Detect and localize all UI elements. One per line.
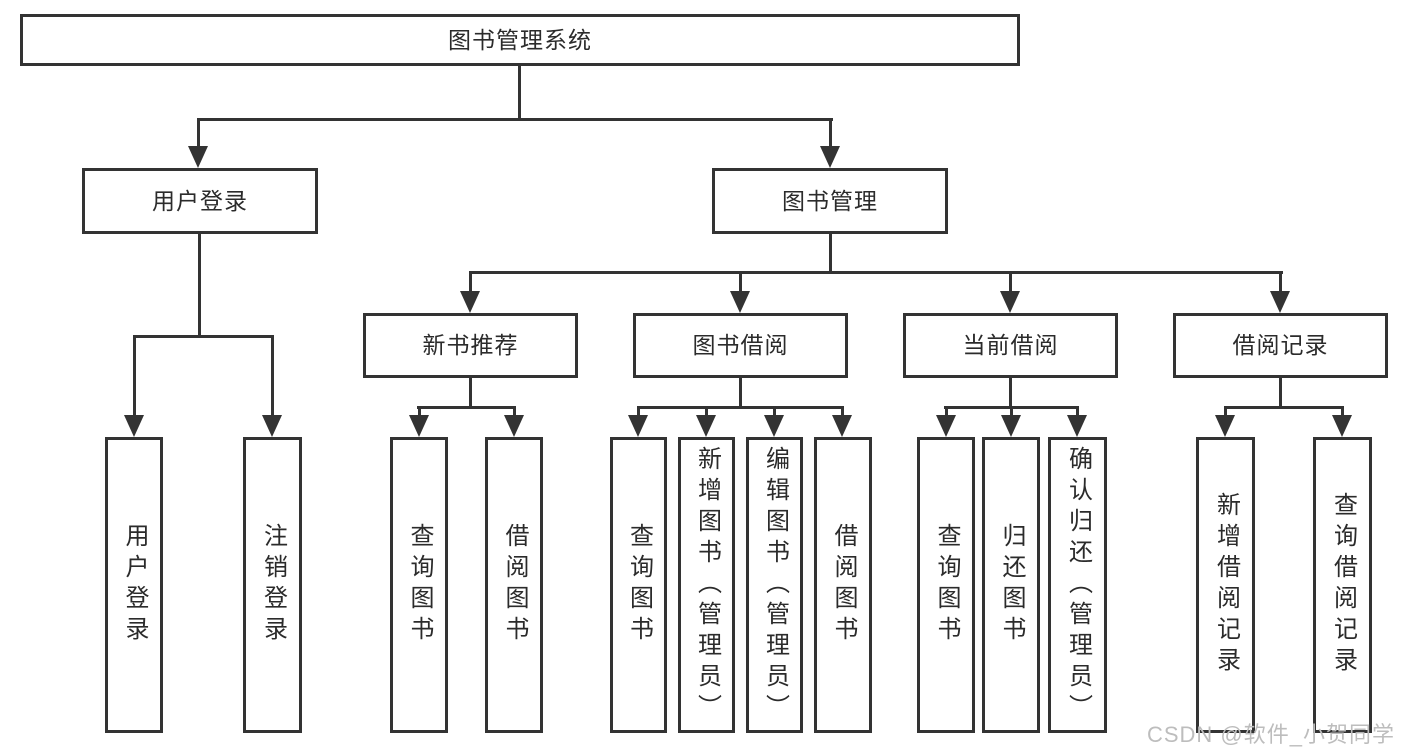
edge-line [418, 406, 421, 417]
arrow-down-icon [262, 415, 282, 437]
node-label: 当前借阅 [962, 332, 1059, 358]
csdn-watermark: CSDN @软件_小贺同学 [1146, 722, 1395, 747]
edge-line [197, 118, 833, 121]
edge-line [197, 118, 200, 148]
leaf-label: 编辑图书（管理员） [761, 445, 789, 725]
leaf-label: 用户登录 [121, 523, 148, 647]
edge-line [829, 234, 832, 273]
arrow-down-icon [628, 415, 648, 437]
arrow-down-icon [460, 291, 480, 313]
arrow-down-icon [1001, 415, 1021, 437]
arrow-down-icon [188, 146, 208, 168]
leaf-label: 查询图书 [406, 523, 433, 647]
node-label: 用户登录 [152, 187, 248, 214]
edge-line [1009, 271, 1012, 293]
edge-line [469, 271, 472, 293]
node-label: 借阅记录 [1232, 332, 1329, 358]
node-user-login: 用户登录 [82, 168, 318, 234]
node-label: 新书推荐 [422, 332, 519, 358]
leaf-confirm-return-admin: 确认归还（管理员） [1048, 437, 1107, 733]
arrow-down-icon [936, 415, 956, 437]
edge-line [133, 335, 136, 417]
leaf-query-books-current: 查询图书 [917, 437, 975, 733]
leaf-label: 注销登录 [259, 523, 287, 647]
leaf-user-login: 用户登录 [105, 437, 163, 733]
edge-line [637, 406, 844, 409]
leaf-borrow-books-recommend: 借阅图书 [485, 437, 543, 733]
edge-line [739, 271, 742, 293]
leaf-return-books: 归还图书 [982, 437, 1040, 733]
arrow-down-icon [820, 146, 840, 168]
leaf-query-books-borrowing: 查询图书 [610, 437, 667, 733]
arrow-down-icon [764, 415, 784, 437]
leaf-add-books-admin: 新增图书（管理员） [678, 437, 735, 733]
edge-line [773, 406, 776, 417]
edge-line [469, 271, 1283, 274]
edge-line [637, 406, 640, 417]
leaf-label: 借阅图书 [501, 523, 528, 647]
arrow-down-icon [730, 291, 750, 313]
edge-line [469, 378, 472, 408]
arrow-down-icon [504, 415, 524, 437]
leaf-label: 查询图书 [625, 523, 653, 647]
edge-line [271, 335, 274, 417]
edge-line [198, 234, 201, 337]
edge-line [1224, 406, 1344, 409]
edge-line [1279, 271, 1282, 293]
leaf-add-borrow-record: 新增借阅记录 [1196, 437, 1255, 733]
leaf-query-borrow-record: 查询借阅记录 [1313, 437, 1372, 733]
node-current-borrowing: 当前借阅 [903, 313, 1118, 378]
edge-line [841, 406, 844, 417]
leaf-label: 查询借阅记录 [1329, 492, 1357, 678]
arrow-down-icon [1332, 415, 1352, 437]
edge-line [513, 406, 516, 417]
edge-line [1076, 406, 1079, 417]
edge-line [133, 335, 274, 338]
edge-line [1279, 378, 1282, 408]
leaf-query-books-recommend: 查询图书 [390, 437, 448, 733]
arrow-down-icon [1000, 291, 1020, 313]
node-borrowing-records: 借阅记录 [1173, 313, 1388, 378]
node-label: 图书管理系统 [448, 26, 592, 53]
arrow-down-icon [1215, 415, 1235, 437]
leaf-borrow-books: 借阅图书 [814, 437, 872, 733]
node-new-book-recommendation: 新书推荐 [363, 313, 578, 378]
node-book-management: 图书管理 [712, 168, 948, 234]
edge-line [417, 406, 516, 409]
edge-line [829, 118, 832, 148]
leaf-label: 归还图书 [998, 523, 1025, 647]
arrow-down-icon [1067, 415, 1087, 437]
leaf-label: 新增图书（管理员） [693, 445, 721, 725]
edge-line [739, 378, 742, 408]
arrow-down-icon [696, 415, 716, 437]
node-book-borrowing: 图书借阅 [633, 313, 848, 378]
leaf-label: 借阅图书 [830, 523, 857, 647]
edge-line [1009, 378, 1012, 408]
edge-line [1341, 406, 1344, 417]
node-label: 图书借阅 [692, 332, 789, 358]
arrow-down-icon [409, 415, 429, 437]
edge-line [705, 406, 708, 417]
edge-line [1224, 406, 1227, 417]
arrow-down-icon [124, 415, 144, 437]
leaf-label: 查询图书 [933, 523, 960, 647]
leaf-logout: 注销登录 [243, 437, 302, 733]
node-root-system: 图书管理系统 [20, 14, 1020, 66]
edge-line [518, 66, 521, 119]
leaf-label: 新增借阅记录 [1212, 492, 1240, 678]
leaf-label: 确认归还（管理员） [1064, 445, 1092, 725]
edge-line [945, 406, 948, 417]
leaf-edit-books-admin: 编辑图书（管理员） [746, 437, 803, 733]
arrow-down-icon [832, 415, 852, 437]
edge-line [1010, 406, 1013, 417]
node-label: 图书管理 [782, 187, 878, 214]
arrow-down-icon [1270, 291, 1290, 313]
